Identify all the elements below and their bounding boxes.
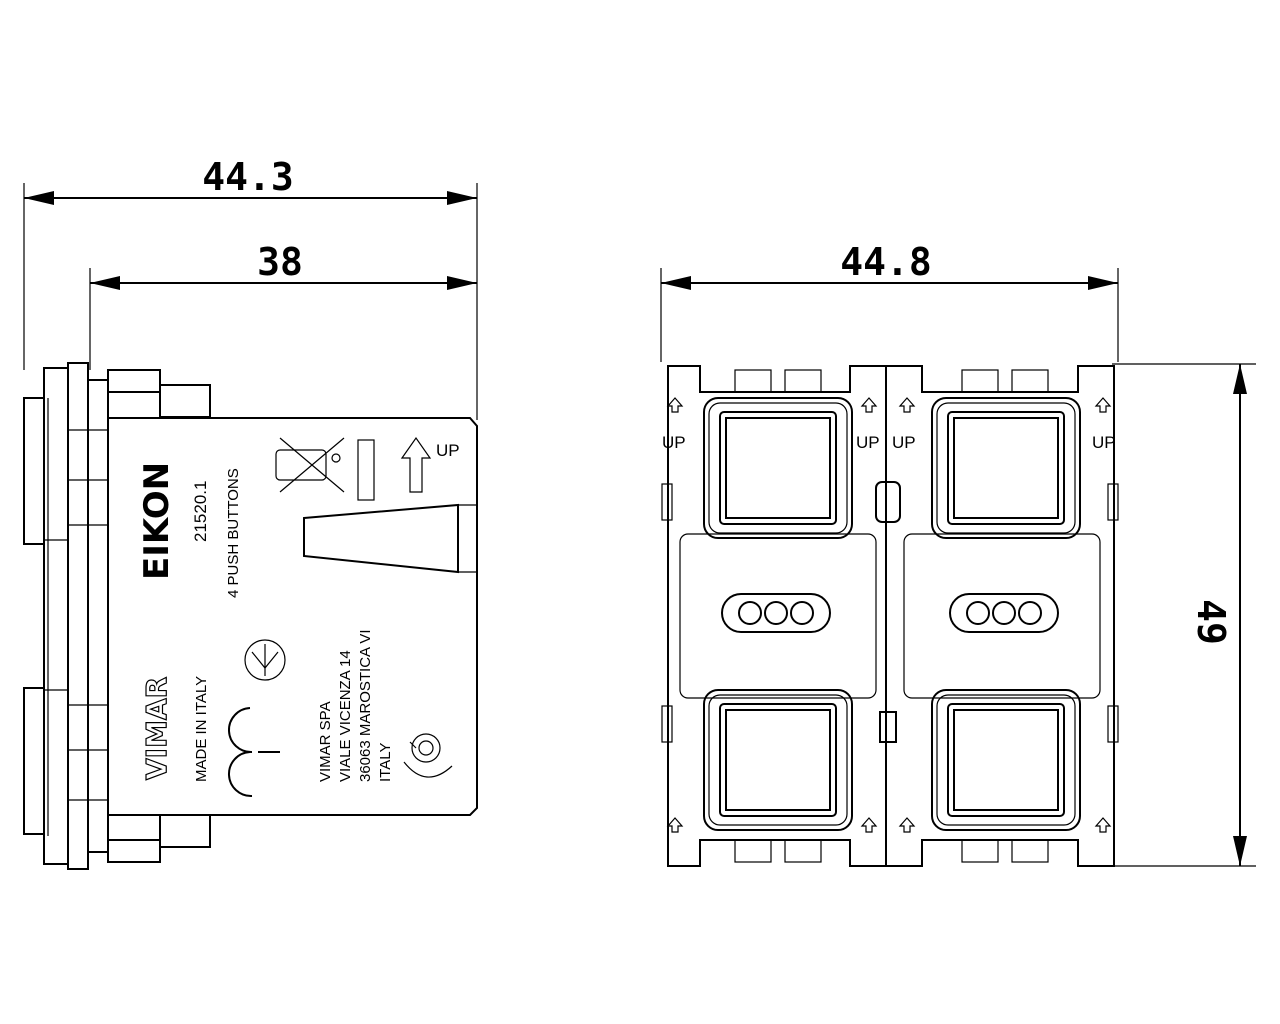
front-frame (661, 365, 1119, 867)
up-label-1: UP (662, 433, 686, 452)
dimension-44-8: 44.8 (660, 240, 1119, 362)
push-button-top-left[interactable] (703, 397, 853, 539)
center-led-top (875, 481, 901, 523)
brand-label: EIKON (137, 462, 177, 580)
push-button-bottom-left[interactable] (703, 689, 853, 831)
ul-mark-icon (244, 639, 286, 681)
dimension-49: 49 (1112, 363, 1256, 867)
side-view: 44.3 38 (23, 155, 478, 870)
led-indicator-left (721, 593, 831, 633)
dimension-38: 38 (89, 240, 477, 370)
slot-window (357, 439, 375, 501)
ce-mark-icon (228, 707, 280, 798)
center-led-bottom (879, 711, 897, 743)
side-frame (23, 362, 211, 870)
origin-label: MADE IN ITALY (193, 676, 210, 782)
address-company: VIMAR SPA (317, 701, 334, 782)
weee-bin-icon (275, 437, 345, 493)
description-label: 4 PUSH BUTTONS (225, 468, 242, 598)
part-number-label: 21520.1 (191, 481, 210, 542)
push-button-bottom-right[interactable] (931, 689, 1081, 831)
address-city: 36063 MAROSTICA VI (357, 629, 374, 782)
up-label-2: UP (856, 433, 880, 452)
dimension-label-44-8: 44.8 (840, 240, 932, 284)
up-label-side: UP (436, 441, 460, 460)
ground-symbol-icon (403, 733, 453, 778)
address-street: VIALE VICENZA 14 (337, 650, 354, 782)
led-indicator-right (949, 593, 1059, 633)
front-view: 44.8 49 (660, 240, 1256, 867)
up-label-4: UP (1092, 433, 1116, 452)
up-label-3: UP (892, 433, 916, 452)
manufacturer-label: VIMAR (140, 677, 173, 780)
address-country: ITALY (377, 743, 394, 782)
push-button-top-right[interactable] (931, 397, 1081, 539)
dimension-label-44-3: 44.3 (202, 155, 294, 199)
dimension-label-49: 49 (1189, 599, 1233, 645)
dimension-44-3: 44.3 (23, 155, 478, 420)
dimension-label-38: 38 (257, 240, 303, 284)
up-arrow-icon (400, 436, 432, 493)
side-body: EIKON VIMAR 21520.1 4 PUSH BUTTONS MADE … (107, 417, 478, 816)
